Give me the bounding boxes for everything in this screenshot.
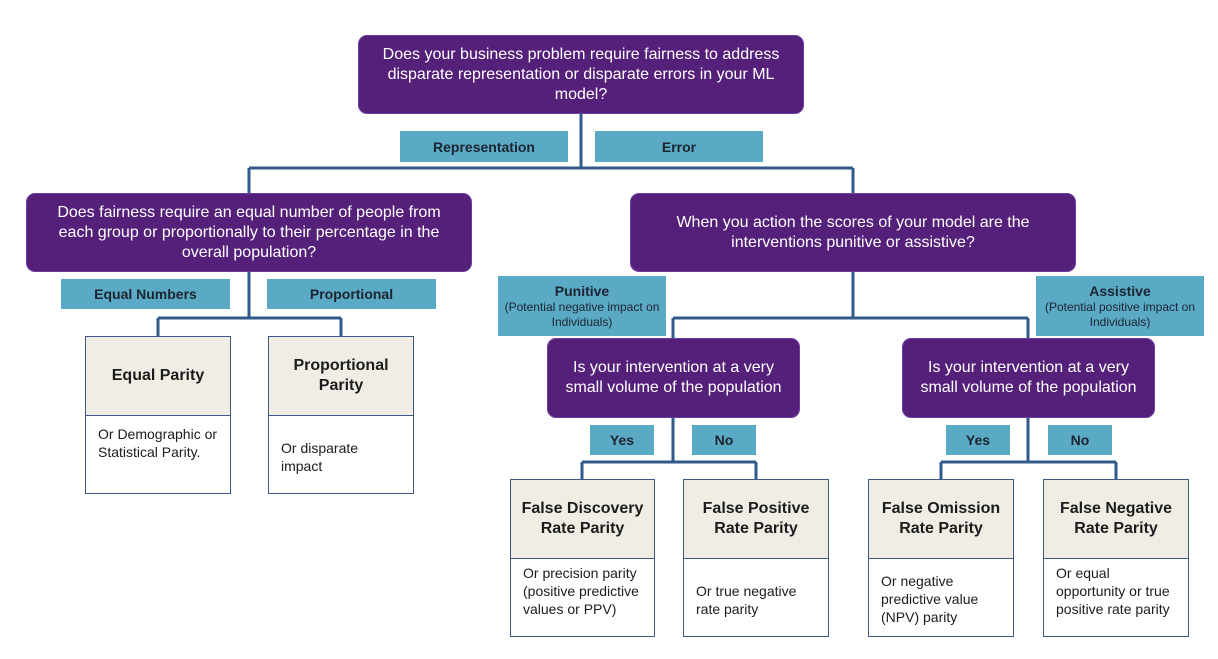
root-question: Does your business problem require fairn…	[358, 35, 804, 114]
result-description: Or equal opportunity or true positive ra…	[1056, 565, 1170, 617]
result-title: False Positive Rate Parity	[684, 480, 828, 559]
result-false-omission-rate-parity: False Omission Rate Parity Or negative p…	[868, 479, 1014, 637]
assistive-volume-question: Is your intervention at a very small vol…	[902, 338, 1155, 418]
branch-label-assistive-yes: Yes	[946, 425, 1010, 455]
result-false-negative-rate-parity: False Negative Rate Parity Or equal oppo…	[1043, 479, 1189, 637]
connector-error	[671, 272, 1030, 338]
connector-root	[247, 114, 855, 193]
result-description: Or precision parity (positive predictive…	[523, 565, 639, 617]
result-false-positive-rate-parity: False Positive Rate Parity Or true negat…	[683, 479, 829, 637]
branch-label-representation: Representation	[400, 131, 568, 162]
result-description: Or disparate impact	[281, 440, 359, 474]
punitive-volume-question: Is your intervention at a very small vol…	[547, 338, 800, 418]
branch-label-equal-numbers: Equal Numbers	[61, 279, 230, 309]
punitive-title: Punitive	[554, 282, 610, 299]
result-title: False Discovery Rate Parity	[511, 480, 654, 559]
branch-label-punitive-no: No	[692, 425, 756, 455]
punitive-subtitle: (Potential negative impact on Individual…	[504, 299, 660, 329]
branch-label-punitive-yes: Yes	[590, 425, 654, 455]
result-proportional-parity: Proportional Parity Or disparate impact	[268, 336, 414, 494]
connector-representation	[156, 272, 343, 336]
branch-label-error: Error	[595, 131, 763, 162]
branch-label-assistive-no: No	[1048, 425, 1112, 455]
branch-label-punitive: Punitive (Potential negative impact on I…	[498, 276, 666, 336]
result-title: Equal Parity	[86, 337, 230, 416]
result-false-discovery-rate-parity: False Discovery Rate Parity Or precision…	[510, 479, 655, 637]
branch-label-assistive: Assistive (Potential positive impact on …	[1036, 276, 1204, 336]
result-title: False Omission Rate Parity	[869, 480, 1013, 559]
connector-punitive	[580, 418, 758, 479]
result-description: Or Demographic or Statistical Parity.	[98, 426, 218, 460]
error-question: When you action the scores of your model…	[630, 193, 1076, 272]
connector-assistive	[939, 418, 1118, 479]
branch-label-proportional: Proportional	[267, 279, 436, 309]
representation-question: Does fairness require an equal number of…	[26, 193, 472, 272]
assistive-subtitle: (Potential positive impact on Individual…	[1044, 299, 1196, 329]
result-description: Or true negative rate parity	[696, 583, 797, 617]
result-description: Or negative predictive value (NPV) parit…	[881, 573, 979, 625]
result-title: Proportional Parity	[269, 337, 413, 416]
result-title: False Negative Rate Parity	[1044, 480, 1188, 559]
assistive-title: Assistive	[1089, 282, 1151, 299]
result-equal-parity: Equal Parity Or Demographic or Statistic…	[85, 336, 231, 494]
